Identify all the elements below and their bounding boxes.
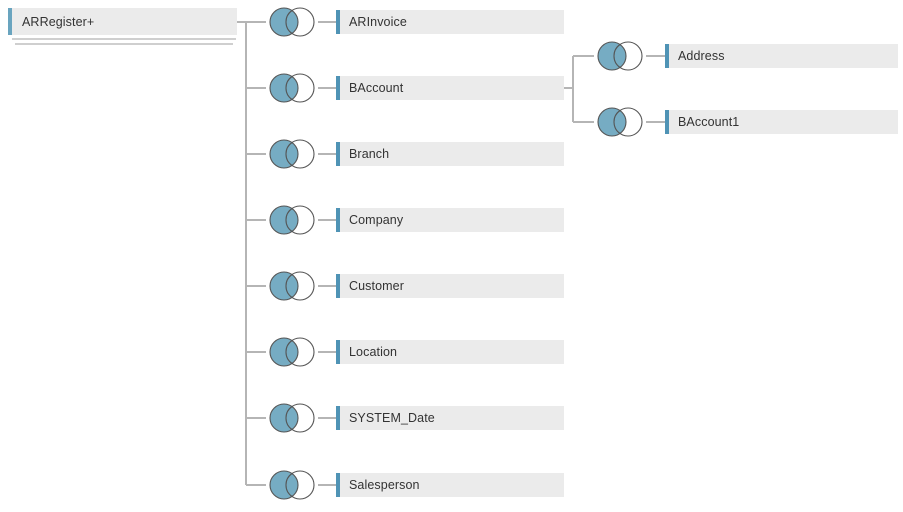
table-node-address[interactable]: Address	[665, 44, 898, 68]
node-accent-bar	[336, 10, 340, 34]
root-node-arregister[interactable]: ARRegister+	[8, 8, 237, 35]
table-node-system-date[interactable]: SYSTEM_Date	[336, 406, 564, 430]
left-join-venn-icon[interactable]	[266, 6, 318, 38]
node-accent-bar	[336, 208, 340, 232]
node-label: BAccount1	[678, 115, 740, 129]
node-label: BAccount	[349, 81, 404, 95]
node-label: Location	[349, 345, 398, 359]
node-label: ARInvoice	[349, 15, 407, 29]
node-accent-bar	[665, 110, 669, 134]
table-node-branch[interactable]: Branch	[336, 142, 564, 166]
node-accent-bar	[336, 340, 340, 364]
node-accent-bar	[336, 473, 340, 497]
root-stack-line-2	[15, 43, 233, 45]
table-node-baccount1[interactable]: BAccount1	[665, 110, 898, 134]
node-accent-bar	[336, 142, 340, 166]
node-accent-bar	[665, 44, 669, 68]
left-join-venn-icon[interactable]	[266, 402, 318, 434]
node-label: Salesperson	[349, 478, 420, 492]
node-label: Address	[678, 49, 725, 63]
left-join-venn-icon[interactable]	[266, 469, 318, 501]
table-node-salesperson[interactable]: Salesperson	[336, 473, 564, 497]
node-accent-bar	[336, 76, 340, 100]
root-stack-line-1	[12, 38, 236, 40]
table-node-baccount[interactable]: BAccount	[336, 76, 564, 100]
root-node-label: ARRegister+	[22, 14, 95, 29]
left-join-venn-icon[interactable]	[266, 72, 318, 104]
node-label: Customer	[349, 279, 404, 293]
node-accent-bar	[336, 406, 340, 430]
table-node-company[interactable]: Company	[336, 208, 564, 232]
left-join-venn-icon[interactable]	[594, 40, 646, 72]
node-label: Company	[349, 213, 404, 227]
table-node-arinvoice[interactable]: ARInvoice	[336, 10, 564, 34]
left-join-venn-icon[interactable]	[266, 138, 318, 170]
left-join-venn-icon[interactable]	[266, 204, 318, 236]
left-join-venn-icon[interactable]	[594, 106, 646, 138]
node-label: SYSTEM_Date	[349, 411, 435, 425]
node-label: Branch	[349, 147, 390, 161]
left-join-venn-icon[interactable]	[266, 270, 318, 302]
node-accent-bar	[336, 274, 340, 298]
root-accent-bar	[8, 8, 12, 35]
left-join-venn-icon[interactable]	[266, 336, 318, 368]
table-node-customer[interactable]: Customer	[336, 274, 564, 298]
table-node-location[interactable]: Location	[336, 340, 564, 364]
